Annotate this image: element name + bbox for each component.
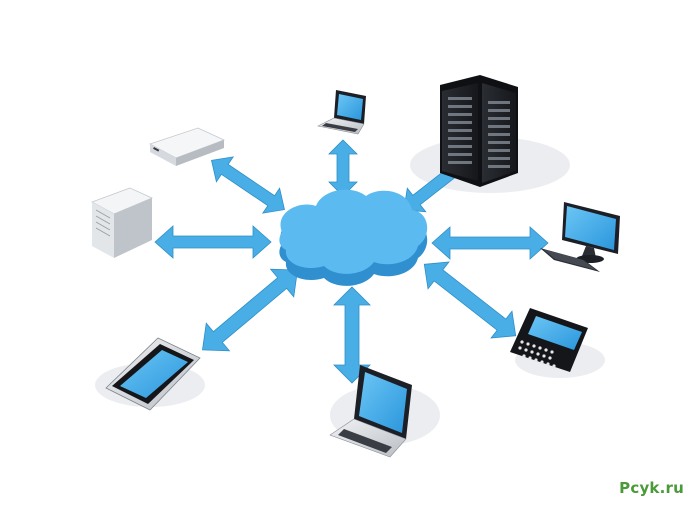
server-rack-icon	[440, 75, 518, 187]
smartphone-keyboard-icon	[510, 308, 588, 372]
arrow-to-network-box	[211, 156, 285, 214]
arrow-to-laptop-top	[328, 139, 358, 197]
arrow-to-desktop-monitor	[431, 226, 549, 260]
arrow-to-tower-server	[154, 225, 272, 259]
laptop-icon	[329, 365, 412, 458]
watermark-text: Pcyk.ru	[619, 479, 684, 497]
watermark-logo: Pcyk.ru	[619, 479, 684, 497]
laptop-icon	[317, 90, 366, 135]
arrow-to-laptop-bottom	[333, 286, 371, 384]
arrow-to-blackberry-phone	[423, 261, 517, 339]
cloud-icon	[279, 189, 428, 286]
network-appliance-icon	[148, 127, 226, 166]
desktop-monitor-icon	[540, 202, 620, 272]
tower-server-icon	[91, 187, 153, 258]
smartphone-icon	[105, 337, 201, 411]
